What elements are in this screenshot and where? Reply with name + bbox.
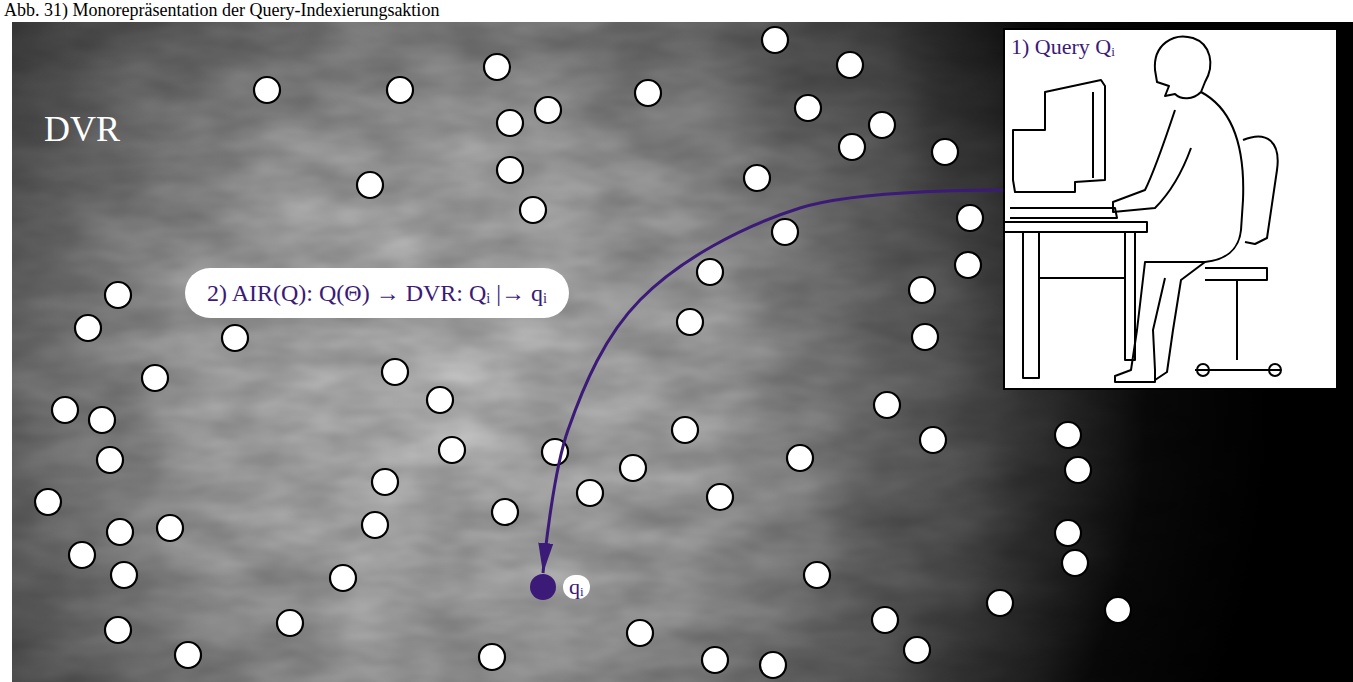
document-point: [760, 652, 786, 678]
query-point: qᵢ: [529, 573, 557, 601]
document-point: [52, 397, 78, 423]
document-point: [439, 437, 465, 463]
document-point: [330, 565, 356, 591]
user-panel: 1) Query Qᵢ: [1003, 28, 1338, 390]
document-point: [697, 259, 723, 285]
document-point: [955, 252, 981, 278]
document-point: [492, 499, 518, 525]
document-point: [387, 77, 413, 103]
document-point: [254, 77, 280, 103]
document-point: [677, 309, 703, 335]
figure-stroke: [1155, 37, 1210, 99]
document-point: [427, 387, 453, 413]
document-point: [762, 27, 788, 53]
dvr-ground: [12, 22, 1353, 682]
document-point: [497, 110, 523, 136]
document-point: [105, 282, 131, 308]
document-point: [97, 447, 123, 473]
document-point: [142, 365, 168, 391]
figure-stroke: [1113, 110, 1191, 212]
document-point: [672, 417, 698, 443]
figure-stroke: [1023, 232, 1039, 378]
point-label: qᵢ: [563, 575, 590, 599]
document-point: [744, 165, 770, 191]
document-point: [111, 562, 137, 588]
figure-stroke: [1205, 268, 1267, 280]
document-point: [222, 325, 248, 351]
document-point: [372, 469, 398, 495]
document-point: [484, 54, 510, 80]
document-point: [772, 219, 798, 245]
document-point: [520, 197, 546, 223]
document-point: [362, 512, 388, 538]
document-point: [787, 445, 813, 471]
document-point: [1065, 457, 1091, 483]
figure-stroke: [1155, 262, 1205, 380]
document-point: [1055, 422, 1081, 448]
region-label: DVR: [44, 108, 120, 150]
figure-stroke: [1039, 277, 1125, 279]
document-point: [987, 590, 1013, 616]
document-point: [909, 277, 935, 303]
document-points: [35, 27, 1131, 678]
document-point: [839, 134, 865, 160]
document-point: [620, 455, 646, 481]
document-point: [837, 52, 863, 78]
document-point: [577, 480, 603, 506]
figure-stroke: [1155, 92, 1243, 262]
figure-stroke: [1243, 137, 1278, 244]
query-dot-shape: [530, 574, 556, 600]
document-point: [277, 610, 303, 636]
document-point: [1055, 520, 1081, 546]
figure-stroke: [1115, 262, 1165, 382]
document-point: [497, 157, 523, 183]
document-point: [107, 519, 133, 545]
dvr-texture: [12, 22, 1353, 682]
document-point: [804, 562, 830, 588]
figure-stroke: [1125, 232, 1135, 360]
document-point: [912, 324, 938, 350]
document-point: [920, 427, 946, 453]
figure-stroke: [1092, 92, 1094, 178]
document-point: [702, 647, 728, 673]
document-point: [105, 617, 131, 643]
document-point: [382, 359, 408, 385]
step-label: 1) Query Qᵢ: [1011, 34, 1115, 60]
figure-stroke: [1010, 208, 1117, 218]
document-point: [795, 95, 821, 121]
document-point: [69, 542, 95, 568]
figure-stroke: [1195, 364, 1281, 376]
document-point: [157, 515, 183, 541]
query-dot: [529, 573, 557, 601]
document-point: [1062, 550, 1088, 576]
document-point: [479, 644, 505, 670]
document-point: [707, 484, 733, 510]
document-point: [904, 637, 930, 663]
document-point: [869, 112, 895, 138]
figure-caption: Abb. 31) Monorepräsentation der Query-In…: [4, 0, 439, 21]
document-point: [872, 607, 898, 633]
document-point: [357, 172, 383, 198]
document-point: [535, 97, 561, 123]
document-point: [957, 205, 983, 231]
document-point: [627, 620, 653, 646]
document-point: [1105, 597, 1131, 623]
mapping-arrow: [543, 190, 1003, 573]
document-point: [75, 315, 101, 341]
mapping-label: 2) AIR(Q): Q(Θ) → DVR: Qᵢ |→ qᵢ: [185, 268, 569, 318]
document-point: [635, 80, 661, 106]
user-at-computer: [1005, 30, 1336, 388]
document-point: [35, 489, 61, 515]
figure-stroke: [1005, 222, 1147, 232]
document-point: [932, 139, 958, 165]
document-point: [89, 407, 115, 433]
figure-stroke: [1236, 280, 1238, 360]
figure-stroke: [1013, 80, 1105, 192]
document-point: [175, 642, 201, 668]
document-point: [874, 392, 900, 418]
